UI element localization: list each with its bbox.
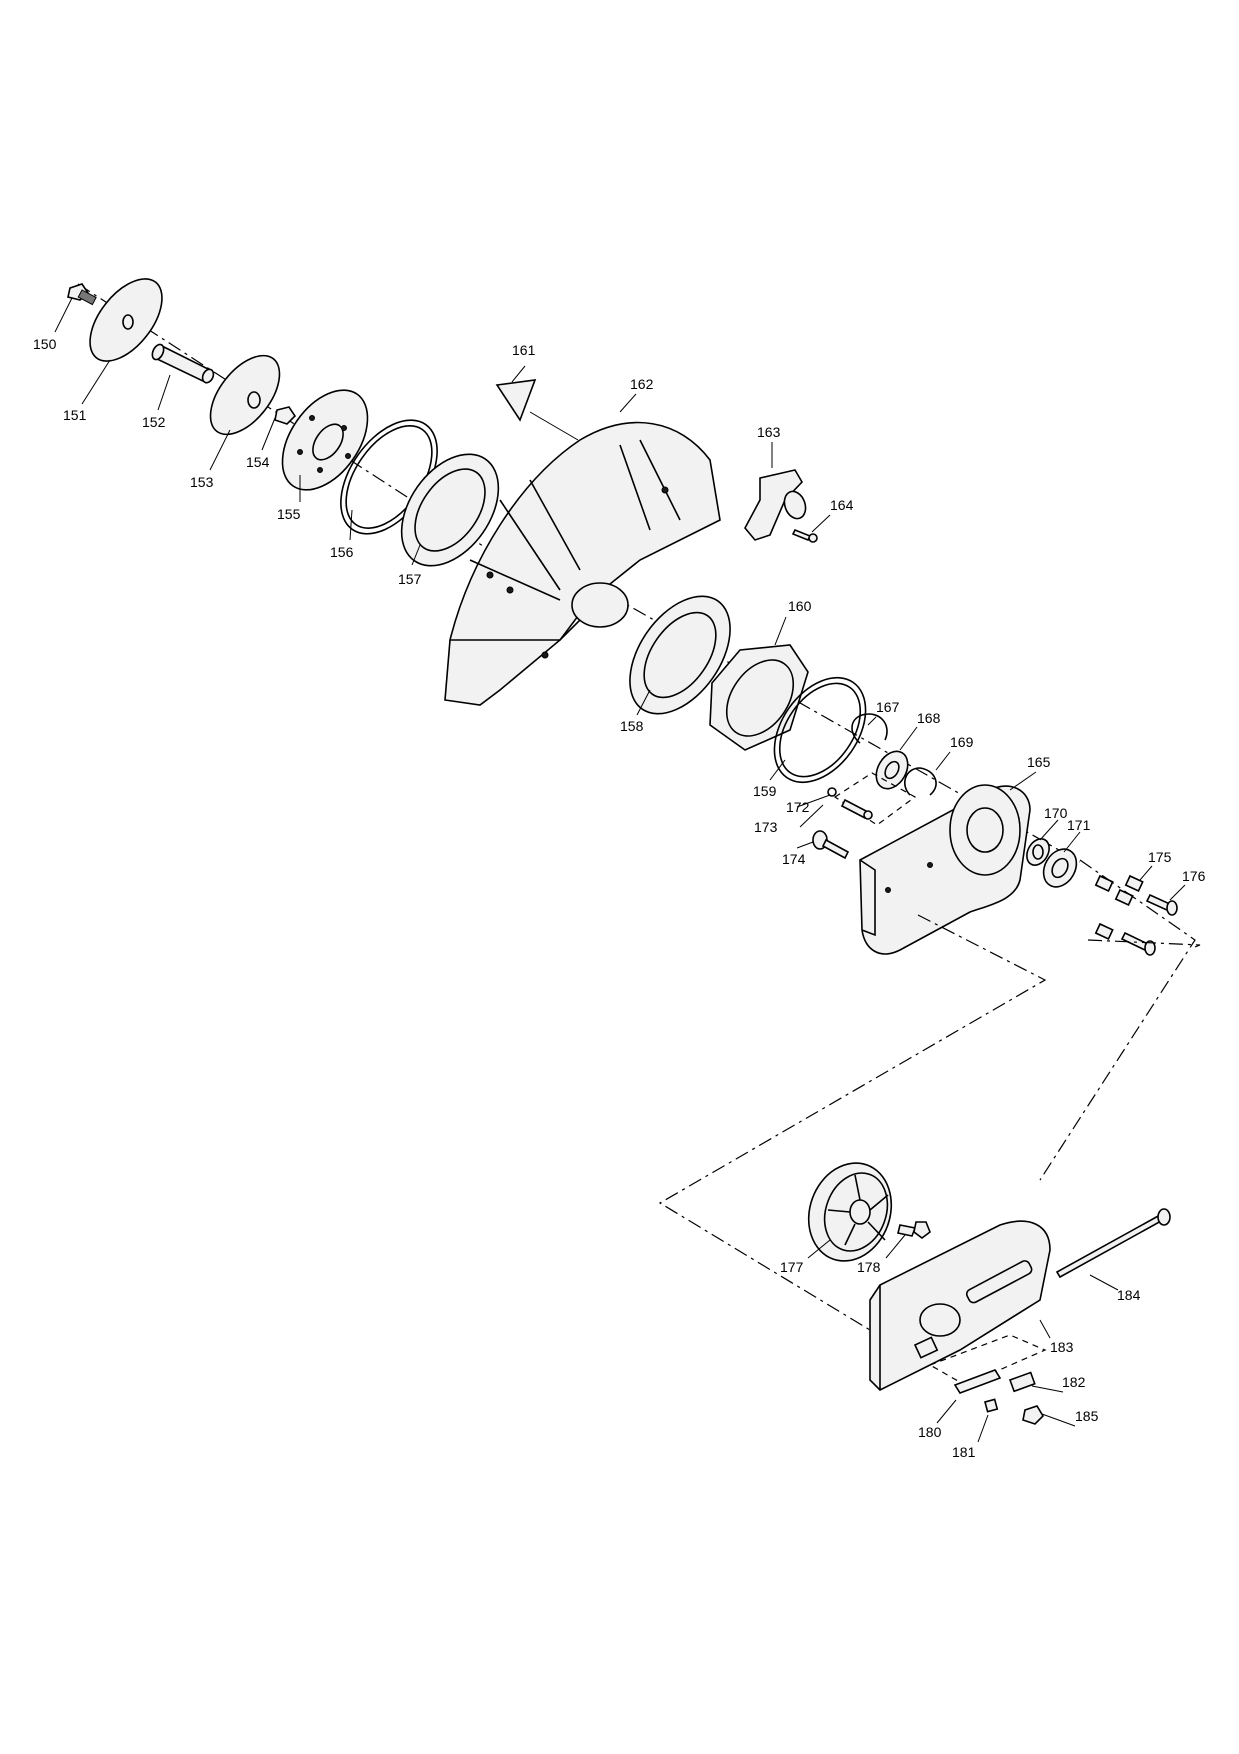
bolt-icon	[897, 1221, 931, 1239]
callout-184: 184	[1117, 1287, 1141, 1303]
callout-152: 152	[142, 414, 166, 430]
assembly-connector	[658, 914, 1047, 1331]
callout-178: 178	[857, 1259, 881, 1275]
pulley-icon	[807, 1162, 893, 1262]
ring-icon	[629, 595, 731, 715]
nut-icon	[984, 1398, 1045, 1425]
assembly-connector-right	[1087, 939, 1201, 948]
callout-159: 159	[753, 783, 777, 799]
callout-161: 161	[512, 342, 536, 358]
callout-183: 183	[1050, 1339, 1074, 1355]
bolt-icon	[67, 283, 97, 306]
sub-assembly-outline	[928, 1334, 1047, 1386]
leader-lines	[54, 297, 1186, 1443]
arm-icon	[859, 784, 1031, 955]
callout-164: 164	[830, 497, 854, 513]
callout-157: 157	[398, 571, 422, 587]
callout-173: 173	[754, 819, 778, 835]
flange-icon	[281, 389, 369, 491]
handle-icon	[744, 469, 807, 541]
callout-170: 170	[1044, 805, 1068, 821]
bolt-icon	[812, 830, 850, 860]
callout-155: 155	[277, 506, 301, 522]
spring-icon	[953, 1369, 1036, 1394]
callout-177: 177	[780, 1259, 804, 1275]
bolt-icon	[827, 787, 873, 820]
callout-172: 172	[786, 799, 810, 815]
callout-175: 175	[1148, 849, 1172, 865]
callout-160: 160	[788, 598, 812, 614]
spring-icon	[1094, 874, 1144, 941]
callout-176: 176	[1182, 868, 1206, 884]
bearing-icon	[875, 750, 909, 790]
callout-169: 169	[950, 734, 974, 750]
callout-182: 182	[1062, 1374, 1086, 1390]
sub-assembly-outline	[833, 772, 917, 826]
bolt-icon	[1120, 893, 1178, 956]
nut-icon	[274, 406, 297, 425]
callout-162: 162	[630, 376, 654, 392]
belt-guard-icon	[869, 1220, 1051, 1391]
callout-163: 163	[757, 424, 781, 440]
bearing-icon	[1042, 848, 1078, 888]
callout-181: 181	[952, 1444, 976, 1460]
callout-labels: 150 151 152 153 154 155 156 157 161 162 …	[33, 336, 1206, 1460]
callout-153: 153	[190, 474, 214, 490]
callout-168: 168	[917, 710, 941, 726]
spindle-icon	[151, 343, 215, 384]
ring-icon	[1026, 838, 1050, 866]
callout-174: 174	[782, 851, 806, 867]
ring-icon	[400, 453, 500, 567]
callout-171: 171	[1067, 817, 1091, 833]
bolt-icon	[1055, 1208, 1171, 1279]
pad-icon	[495, 379, 537, 422]
assembly-connector-pulley	[1039, 859, 1196, 1181]
callout-167: 167	[876, 699, 900, 715]
callout-158: 158	[620, 718, 644, 734]
callout-180: 180	[918, 1424, 942, 1440]
ring-icon	[773, 676, 867, 784]
blade-guard-icon	[444, 421, 721, 706]
flange-icon	[209, 354, 281, 436]
callout-151: 151	[63, 407, 87, 423]
callout-185: 185	[1075, 1408, 1099, 1424]
ring-icon	[904, 767, 937, 796]
callout-154: 154	[246, 454, 270, 470]
washer-icon	[89, 278, 163, 362]
ring-icon	[709, 644, 809, 751]
bolt-icon	[791, 528, 818, 543]
callout-165: 165	[1027, 754, 1051, 770]
ring-icon	[851, 713, 888, 744]
callout-156: 156	[330, 544, 354, 560]
callout-150: 150	[33, 336, 57, 352]
